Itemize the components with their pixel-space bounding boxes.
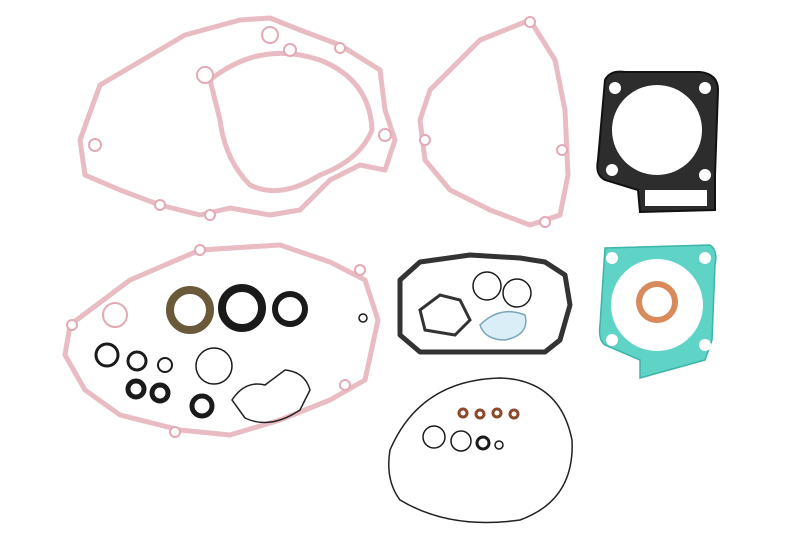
cylinder-head-gasket xyxy=(596,70,720,214)
copper-ring xyxy=(636,281,678,323)
large-o-ring-set xyxy=(388,377,573,524)
ignition-cover-gasket xyxy=(417,16,571,228)
oil-seals xyxy=(94,284,368,424)
valve-cover-gasket xyxy=(397,252,573,355)
cylinder-base-gasket xyxy=(598,244,717,379)
crankcase-gasket xyxy=(62,242,381,438)
crankcase-cover-gasket xyxy=(77,15,398,221)
